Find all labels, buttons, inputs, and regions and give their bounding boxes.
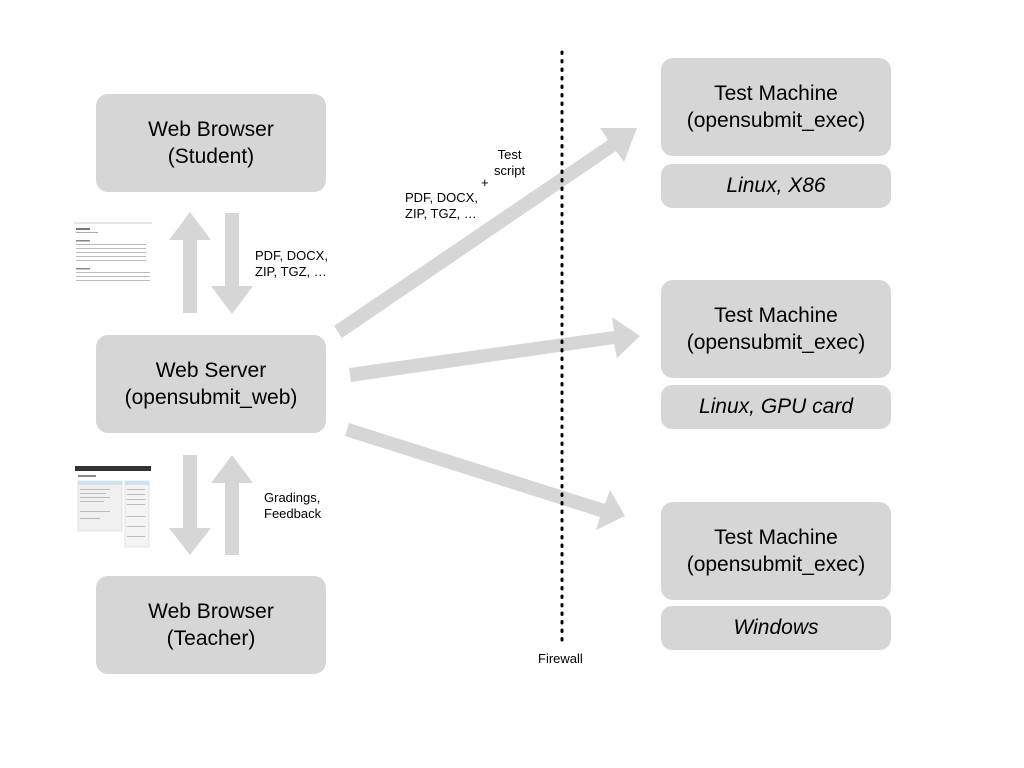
plus-label: + (481, 175, 489, 190)
machine-2-platform: Linux, GPU card (661, 385, 891, 429)
firewall-label: Firewall (538, 651, 583, 666)
teacher-ui-thumbnail (75, 466, 151, 550)
student-line2: (Student) (167, 145, 255, 168)
arrow-server-to-machine-3 (345, 423, 625, 530)
teacher-browser-box: Web Browser (Teacher) (96, 576, 326, 674)
exec-formats-label: PDF, DOCX, ZIP, TGZ, … (405, 190, 478, 221)
arrow-teacher-to-server (211, 455, 253, 555)
machine-3-line2: (opensubmit_exec) (686, 553, 866, 576)
machine-1-line1: Test Machine (714, 82, 838, 105)
test-script-label: Test script (494, 147, 526, 178)
arrow-server-to-machine-2 (349, 317, 640, 382)
machine-1-line2: (opensubmit_exec) (686, 109, 866, 132)
machine-3-platform: Windows (661, 606, 891, 650)
test-machine-3-box: Test Machine (opensubmit_exec) (661, 502, 891, 600)
machine-1-platform: Linux, X86 (661, 164, 891, 208)
teacher-line2: (Teacher) (166, 627, 256, 650)
gradings-label: Gradings, Feedback (264, 490, 322, 521)
upload-formats-label: PDF, DOCX, ZIP, TGZ, … (255, 248, 328, 279)
web-server-box: Web Server (opensubmit_web) (96, 335, 326, 433)
test-machine-2-box: Test Machine (opensubmit_exec) (661, 280, 891, 378)
server-line2: (opensubmit_web) (124, 386, 298, 409)
machine-3-line1: Test Machine (714, 526, 838, 549)
student-ui-thumbnail (72, 220, 154, 286)
machine-2-line1: Test Machine (714, 304, 838, 327)
test-machine-1-box: Test Machine (opensubmit_exec) (661, 58, 891, 156)
teacher-line1: Web Browser (148, 600, 274, 623)
student-browser-box: Web Browser (Student) (96, 94, 326, 192)
student-line1: Web Browser (148, 118, 274, 141)
machine-2-line2: (opensubmit_exec) (686, 331, 866, 354)
arrow-student-to-server (211, 213, 253, 314)
arrow-server-to-teacher (169, 455, 211, 555)
arrow-server-to-student (169, 212, 211, 313)
arrow-server-to-machine-1 (334, 128, 637, 338)
server-line1: Web Server (155, 359, 267, 382)
